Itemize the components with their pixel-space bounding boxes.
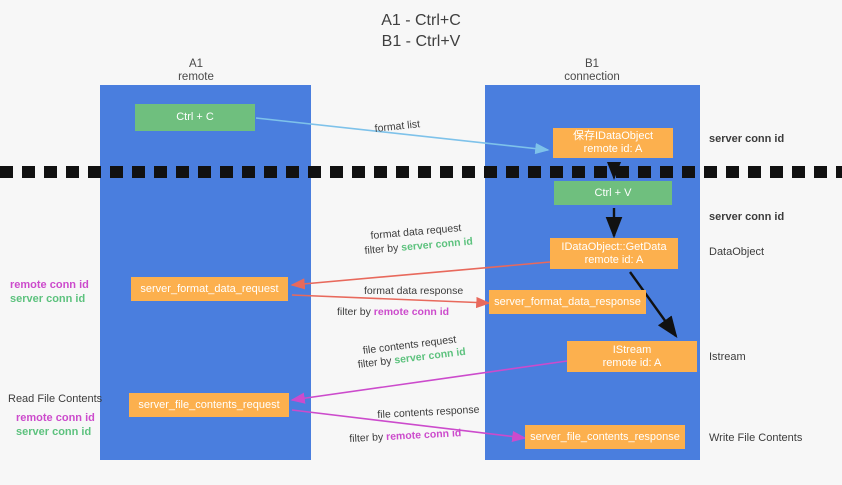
title-line-2: B1 - Ctrl+V bbox=[381, 33, 461, 50]
annotation-server-conn-id-top: server conn id bbox=[709, 133, 785, 145]
label-format-list: format list bbox=[374, 118, 421, 135]
box-istream-line1: IStream bbox=[612, 343, 652, 356]
annotation-conn-id-pair-mid: remote conn id server conn id bbox=[10, 278, 89, 306]
box-server-format-data-request-label: server_format_data_request bbox=[140, 282, 279, 295]
label-format-data-response-filter: filter by remote conn id bbox=[337, 305, 449, 319]
box-save-dataobject[interactable]: 保存IDataObject remote id: A bbox=[553, 128, 673, 158]
lane-header-b1: B1 connection bbox=[528, 58, 656, 84]
filter-key-remote-conn-id: remote conn id bbox=[385, 427, 462, 444]
annotation-conn-id-pair-bottom: remote conn id server conn id bbox=[16, 411, 95, 439]
annotation-istream: Istream bbox=[709, 351, 746, 363]
box-server-format-data-request[interactable]: server_format_data_request bbox=[131, 277, 288, 301]
annotation-read-file-contents: Read File Contents bbox=[8, 393, 103, 405]
server-conn-id-label: server conn id bbox=[16, 426, 92, 438]
box-getdata-line1: IDataObject::GetData bbox=[561, 240, 667, 253]
box-getdata-line2: remote id: A bbox=[584, 253, 644, 266]
label-file-contents-response: file contents response bbox=[377, 403, 480, 421]
box-server-format-data-response-label: server_format_data_response bbox=[494, 295, 641, 308]
filter-prefix: filter by bbox=[349, 431, 387, 445]
annotation-server-conn-id-mid: server conn id bbox=[709, 211, 785, 223]
lane-b1-name: B1 bbox=[584, 58, 600, 70]
box-save-dataobject-line2: remote id: A bbox=[583, 143, 643, 155]
lane-a1-name: A1 bbox=[188, 58, 204, 70]
box-ctrl-v[interactable]: Ctrl + V bbox=[554, 181, 672, 205]
box-server-file-contents-request[interactable]: server_file_contents_request bbox=[129, 393, 289, 417]
lane-header-a1: A1 remote bbox=[132, 58, 260, 84]
remote-conn-id-label: remote conn id bbox=[16, 412, 95, 424]
box-istream-line2: remote id: A bbox=[602, 356, 662, 369]
filter-prefix: filter by bbox=[364, 241, 402, 257]
filter-prefix: filter by bbox=[357, 354, 396, 371]
annotation-dataobject: DataObject bbox=[709, 246, 765, 258]
remote-conn-id-label: remote conn id bbox=[10, 279, 89, 291]
box-server-format-data-response[interactable]: server_format_data_response bbox=[489, 290, 646, 314]
lane-a1-sub: remote bbox=[178, 71, 214, 83]
diagram-title: A1 - Ctrl+C B1 - Ctrl+V bbox=[0, 10, 842, 52]
box-ctrl-c[interactable]: Ctrl + C bbox=[135, 104, 255, 131]
label-file-contents-response-filter: filter by remote conn id bbox=[349, 426, 462, 446]
box-ctrl-v-label: Ctrl + V bbox=[594, 186, 632, 199]
box-server-file-contents-request-label: server_file_contents_request bbox=[138, 398, 280, 411]
lane-b1-sub: connection bbox=[564, 71, 620, 83]
box-server-file-contents-response-label: server_file_contents_response bbox=[530, 430, 680, 443]
title-line-1: A1 - Ctrl+C bbox=[381, 12, 461, 29]
filter-prefix: filter by bbox=[337, 306, 374, 318]
box-getdata[interactable]: IDataObject::GetData remote id: A bbox=[550, 238, 678, 269]
label-format-data-response: format data response bbox=[364, 285, 464, 297]
annotation-write-file-contents: Write File Contents bbox=[709, 432, 803, 444]
phase-divider bbox=[0, 166, 842, 178]
server-conn-id-label: server conn id bbox=[10, 293, 86, 305]
box-istream[interactable]: IStream remote id: A bbox=[567, 341, 697, 372]
box-save-dataobject-line1: 保存IDataObject bbox=[572, 130, 654, 142]
box-server-file-contents-response[interactable]: server_file_contents_response bbox=[525, 425, 685, 449]
box-ctrl-c-label: Ctrl + C bbox=[176, 111, 214, 123]
filter-key-remote-conn-id: remote conn id bbox=[373, 306, 450, 318]
